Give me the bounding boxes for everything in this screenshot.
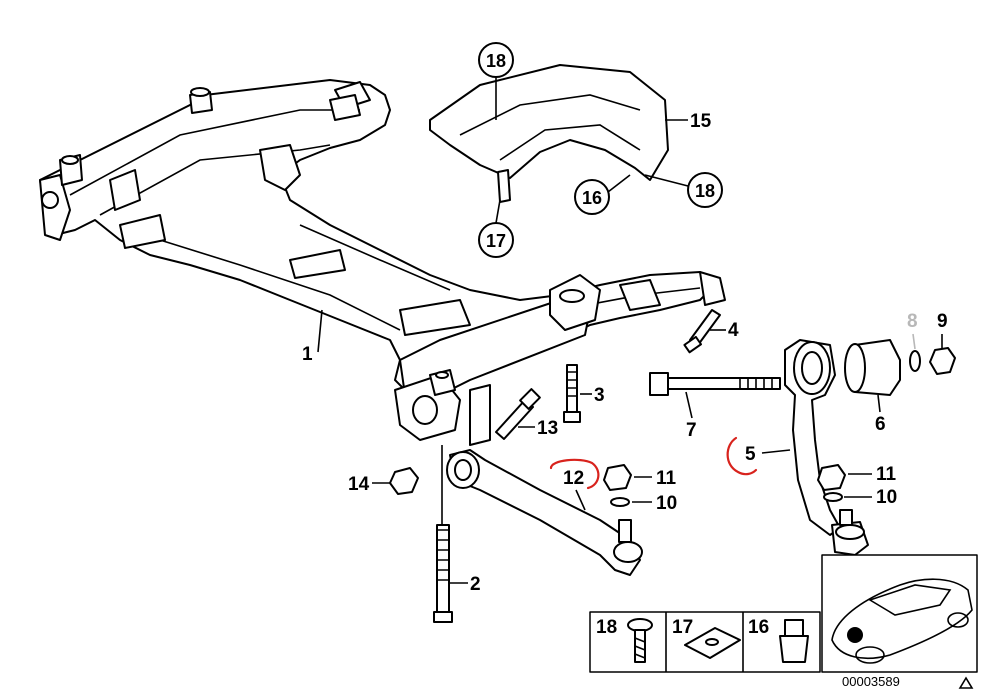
washer-8[interactable] [909, 350, 921, 372]
washer-10-left[interactable] [610, 497, 630, 507]
nut-11-left[interactable] [603, 464, 632, 491]
svg-text:17: 17 [486, 231, 506, 251]
control-arm-12[interactable] [446, 449, 643, 576]
location-marker [847, 627, 863, 643]
callout-18-right[interactable]: 18 [687, 172, 723, 208]
callout-11-right[interactable]: 11 [876, 464, 897, 485]
bolt-3[interactable] [563, 364, 581, 423]
bolt-2[interactable] [433, 524, 453, 623]
callout-10-right[interactable]: 10 [876, 487, 897, 508]
legend-label-16: 16 [748, 617, 769, 638]
highlight-mark-12 [549, 458, 600, 490]
svg-text:18: 18 [486, 51, 506, 71]
callout-11-left[interactable]: 11 [656, 468, 677, 489]
callout-6[interactable]: 6 [875, 414, 886, 435]
screw-icon [627, 618, 653, 663]
legend-label-18: 18 [596, 617, 617, 638]
bolt-4[interactable] [683, 309, 721, 354]
bolt-7[interactable] [649, 372, 781, 396]
expanding-rivet-icon [779, 619, 809, 663]
nut-11-right[interactable] [817, 464, 846, 491]
nut-9[interactable] [929, 347, 956, 375]
callout-15[interactable]: 15 [690, 111, 712, 132]
washer-10-right[interactable] [823, 492, 843, 502]
callout-3[interactable]: 3 [594, 385, 605, 406]
callout-12[interactable]: 12 [563, 468, 584, 489]
callout-2[interactable]: 2 [470, 574, 481, 595]
callout-18-top[interactable]: 18 [478, 42, 514, 78]
nut-14[interactable] [389, 467, 419, 495]
legend-label-17: 17 [672, 617, 693, 638]
highlight-mark-5 [726, 436, 758, 476]
front-axle-subframe[interactable] [39, 79, 726, 446]
callout-5[interactable]: 5 [745, 444, 756, 465]
triangle-icon [958, 676, 974, 689]
callout-1[interactable]: 1 [302, 344, 313, 365]
callout-4[interactable]: 4 [728, 320, 739, 341]
svg-text:16: 16 [582, 188, 602, 208]
callout-10-left[interactable]: 10 [656, 493, 677, 514]
bolt-13[interactable] [495, 388, 541, 440]
callout-16-top[interactable]: 16 [574, 179, 610, 215]
callout-9[interactable]: 9 [937, 311, 948, 332]
car-locator-thumbnail [821, 554, 978, 673]
diagram-number: 00003589 [842, 674, 900, 689]
callout-13[interactable]: 13 [537, 418, 558, 439]
svg-text:18: 18 [695, 181, 715, 201]
callout-14[interactable]: 14 [348, 474, 370, 495]
tension-strut-5[interactable] [784, 339, 869, 556]
splash-guard[interactable] [429, 64, 669, 203]
rubber-mount-6[interactable] [844, 339, 901, 396]
fastener-legend: 18 17 16 [589, 611, 821, 673]
clip-nut-icon [684, 627, 741, 659]
callout-7[interactable]: 7 [686, 420, 697, 441]
callout-17-top[interactable]: 17 [478, 222, 514, 258]
callout-8[interactable]: 8 [907, 311, 918, 332]
